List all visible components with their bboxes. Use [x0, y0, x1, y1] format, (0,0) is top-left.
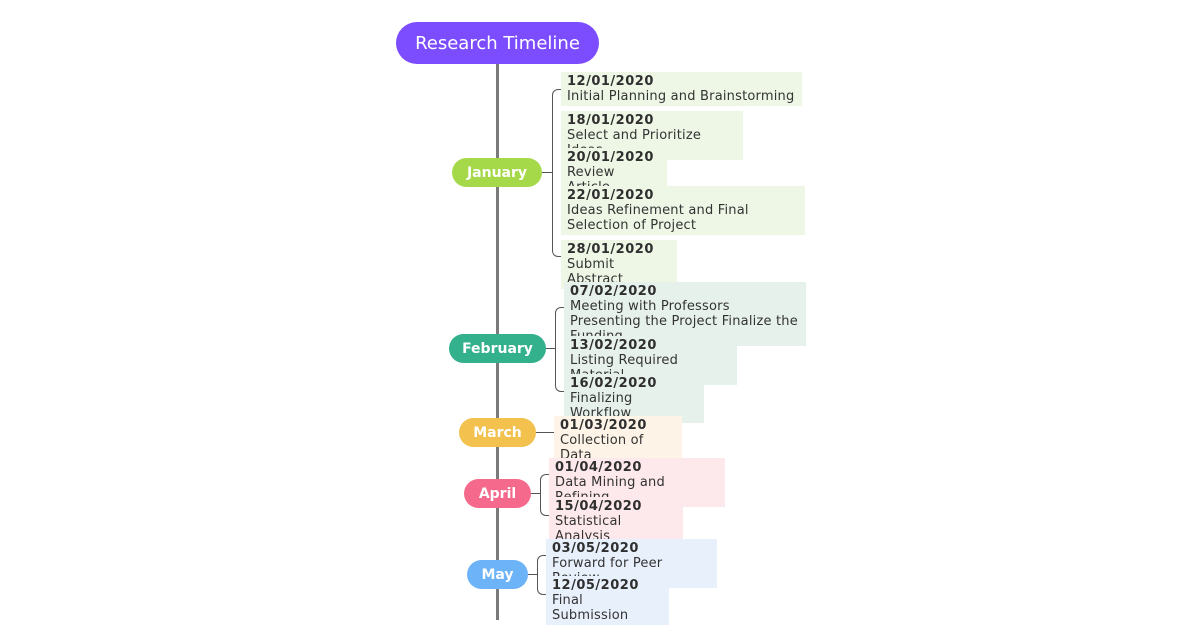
task-date: 16/02/2020	[570, 376, 657, 391]
task-date: 13/02/2020	[570, 338, 657, 353]
task-bracket	[555, 307, 564, 392]
task-item[interactable]: 01/03/2020 Collection of Data	[554, 416, 682, 465]
month-node-may[interactable]: May	[467, 560, 528, 589]
task-item[interactable]: 07/02/2020 Meeting with Professors Prese…	[564, 282, 806, 346]
task-desc: Initial Planning and Brainstorming	[567, 89, 795, 104]
task-date: 07/02/2020	[570, 284, 657, 299]
month-node-april[interactable]: April	[464, 479, 531, 508]
connector-line	[531, 493, 540, 494]
connector-line	[536, 432, 554, 433]
task-desc: Ideas Refinement and Final Selection of …	[567, 203, 749, 233]
task-item[interactable]: 12/05/2020 Final Submission	[546, 576, 669, 625]
task-date: 01/03/2020	[560, 418, 647, 433]
task-date: 03/05/2020	[552, 541, 639, 556]
task-date: 12/05/2020	[552, 578, 639, 593]
task-date: 12/01/2020	[567, 74, 654, 89]
task-date: 28/01/2020	[567, 242, 654, 257]
task-item[interactable]: 28/01/2020 Submit Abstract	[561, 240, 677, 289]
task-date: 20/01/2020	[567, 150, 654, 165]
task-date: 18/01/2020	[567, 113, 654, 128]
month-node-january[interactable]: January	[452, 158, 542, 187]
connector-line	[528, 574, 537, 575]
timeline-title[interactable]: Research Timeline	[396, 22, 599, 64]
task-bracket	[537, 555, 546, 595]
task-date: 15/04/2020	[555, 499, 642, 514]
task-item[interactable]: 12/01/2020 Initial Planning and Brainsto…	[561, 72, 802, 106]
task-date: 01/04/2020	[555, 460, 642, 475]
task-item[interactable]: 15/04/2020 Statistical Analysis	[549, 497, 683, 546]
task-desc: Final Submission	[552, 593, 629, 623]
month-node-march[interactable]: March	[459, 418, 536, 447]
task-date: 22/01/2020	[567, 188, 654, 203]
month-node-february[interactable]: February	[449, 334, 546, 363]
connector-line	[542, 172, 552, 173]
connector-line	[546, 348, 555, 349]
task-item[interactable]: 22/01/2020 Ideas Refinement and Final Se…	[561, 186, 805, 235]
task-bracket	[552, 89, 561, 257]
task-bracket	[540, 474, 549, 516]
